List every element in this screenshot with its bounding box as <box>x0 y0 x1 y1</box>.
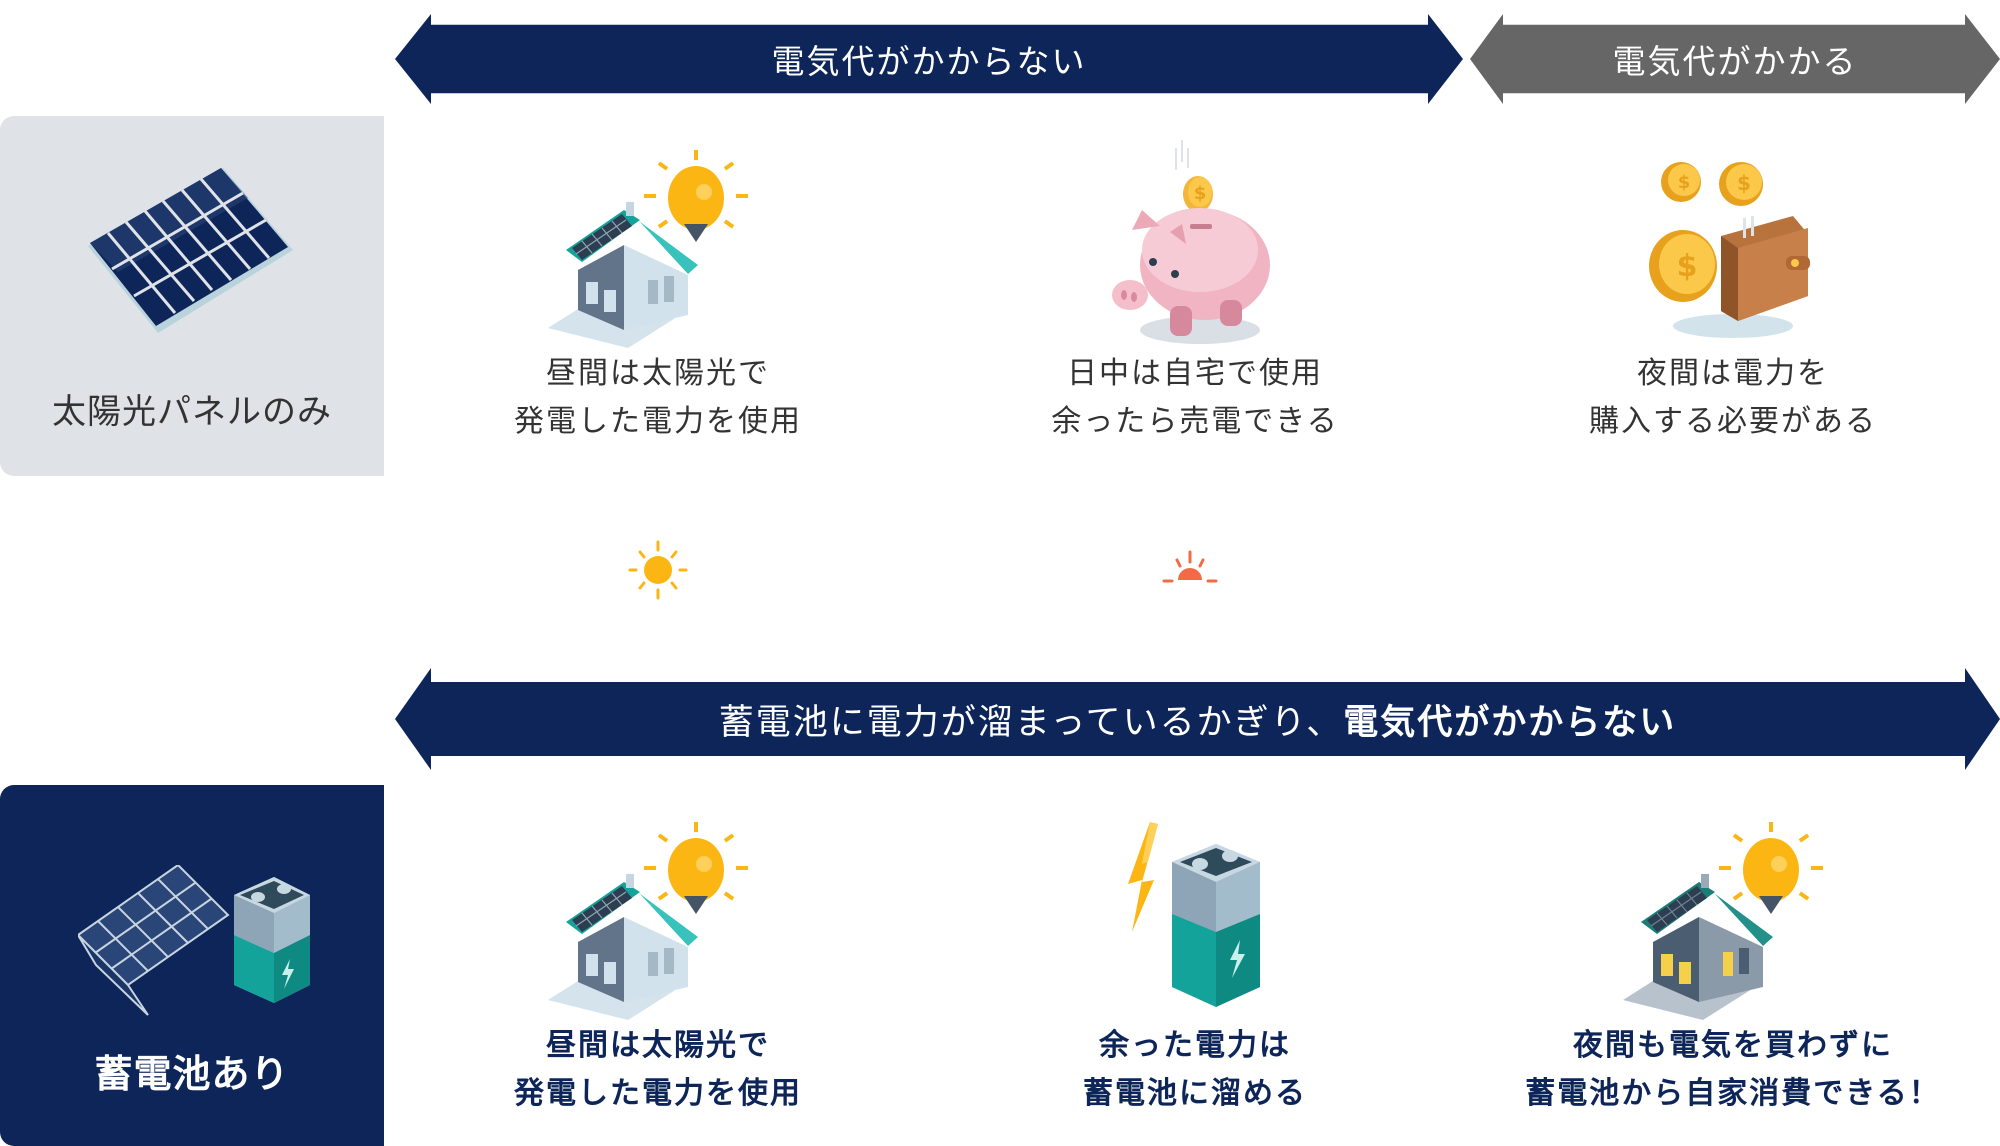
svg-text:$: $ <box>1677 249 1698 284</box>
caption-line-2: 余ったら売電できる <box>1051 404 1339 439</box>
battery-daytime-cell: 昼間は太陽光で 発電した電力を使用 <box>418 812 898 1142</box>
lightbulb <box>644 150 748 242</box>
free-period-arrow: 電気代がかからない <box>395 14 1463 104</box>
paid-period-arrow: 電気代がかかる <box>1470 14 2000 104</box>
caption: 昼間は太陽光で 発電した電力を使用 <box>418 1022 898 1118</box>
caption-line-1: 日中は自宅で使用 <box>1067 356 1323 391</box>
sunset-icon <box>1150 530 1230 610</box>
row-title-solar-only: 太陽光パネルのみ <box>52 392 332 432</box>
caption-line-1: 夜間も電気を買わずに <box>1573 1028 1893 1063</box>
piggy-bank-coin-icon: $ <box>1110 140 1280 345</box>
caption-line-2: 蓄電池から自家消費できる！ <box>1525 1076 1941 1111</box>
free-period-label: 電気代がかからない <box>771 42 1087 81</box>
sun-icon <box>618 530 698 610</box>
caption: 夜間も電気を買わずに 蓄電池から自家消費できる！ <box>1493 1022 1973 1118</box>
double-arrow-shape <box>395 668 2000 770</box>
house-solar-lightbulb-icon <box>548 822 768 1022</box>
caption-line-2: 購入する必要がある <box>1589 404 1877 439</box>
row-header-with-battery: 蓄電池あり <box>0 785 384 1146</box>
caption-line-1: 夜間は電力を <box>1637 356 1829 391</box>
wallet-coins-icon: $ $ $ <box>1643 156 1823 346</box>
moon-icon <box>1688 530 1768 610</box>
svg-text:$: $ <box>1194 183 1207 204</box>
caption: 昼間は太陽光で 発電した電力を使用 <box>418 350 898 446</box>
caption: 余った電力は 蓄電池に溜める <box>955 1022 1435 1118</box>
house-solar-lightbulb-icon <box>548 150 768 350</box>
caption: 日中は自宅で使用 余ったら売電できる <box>955 350 1435 446</box>
double-arrow-shape <box>395 14 1463 104</box>
svg-text:$: $ <box>1678 172 1691 193</box>
battery-evening-cell: 余った電力は 蓄電池に溜める <box>955 812 1435 1142</box>
solar-only-daytime-cell: 昼間は太陽光で 発電した電力を使用 <box>418 140 898 470</box>
caption-line-2: 蓄電池に溜める <box>1083 1076 1307 1111</box>
paid-period-label: 電気代がかかる <box>1612 42 1858 81</box>
battery-free-period-arrow: 蓄電池に電力が溜まっているかぎり、電気代がかからない <box>395 668 2000 770</box>
banner-emphasis: 電気代がかからない <box>1343 702 1677 743</box>
double-arrow-shape <box>1470 14 2000 104</box>
house-night-lightbulb-icon <box>1623 822 1843 1022</box>
solar-panel-icon <box>88 168 298 338</box>
row-title-with-battery: 蓄電池あり <box>94 1052 290 1096</box>
caption-line-1: 昼間は太陽光で <box>546 356 770 391</box>
battery-lightning-icon <box>1120 822 1270 1012</box>
svg-text:$: $ <box>1737 171 1751 195</box>
battery-free-period-label: 蓄電池に電力が溜まっているかぎり、電気代がかからない <box>395 668 2000 770</box>
caption: 夜間は電力を 購入する必要がある <box>1493 350 1973 446</box>
banner-prefix: 蓄電池に電力が溜まっているかぎり、 <box>718 702 1344 743</box>
caption-line-2: 発電した電力を使用 <box>514 404 802 439</box>
caption-line-2: 発電した電力を使用 <box>514 1076 802 1111</box>
caption-line-1: 余った電力は <box>1099 1028 1291 1063</box>
solar-panel-battery-icon <box>76 863 318 1030</box>
caption-line-1: 昼間は太陽光で <box>546 1028 770 1063</box>
solar-only-evening-cell: $ 日中は自宅で使用 余ったら売電できる <box>955 140 1435 470</box>
row-header-solar-only: 太陽光パネルのみ <box>0 116 384 476</box>
battery-night-cell: 夜間も電気を買わずに 蓄電池から自家消費できる！ <box>1493 812 1973 1142</box>
solar-only-night-cell: $ $ $ 夜間は電力を 購入する必要がある <box>1493 140 1973 470</box>
